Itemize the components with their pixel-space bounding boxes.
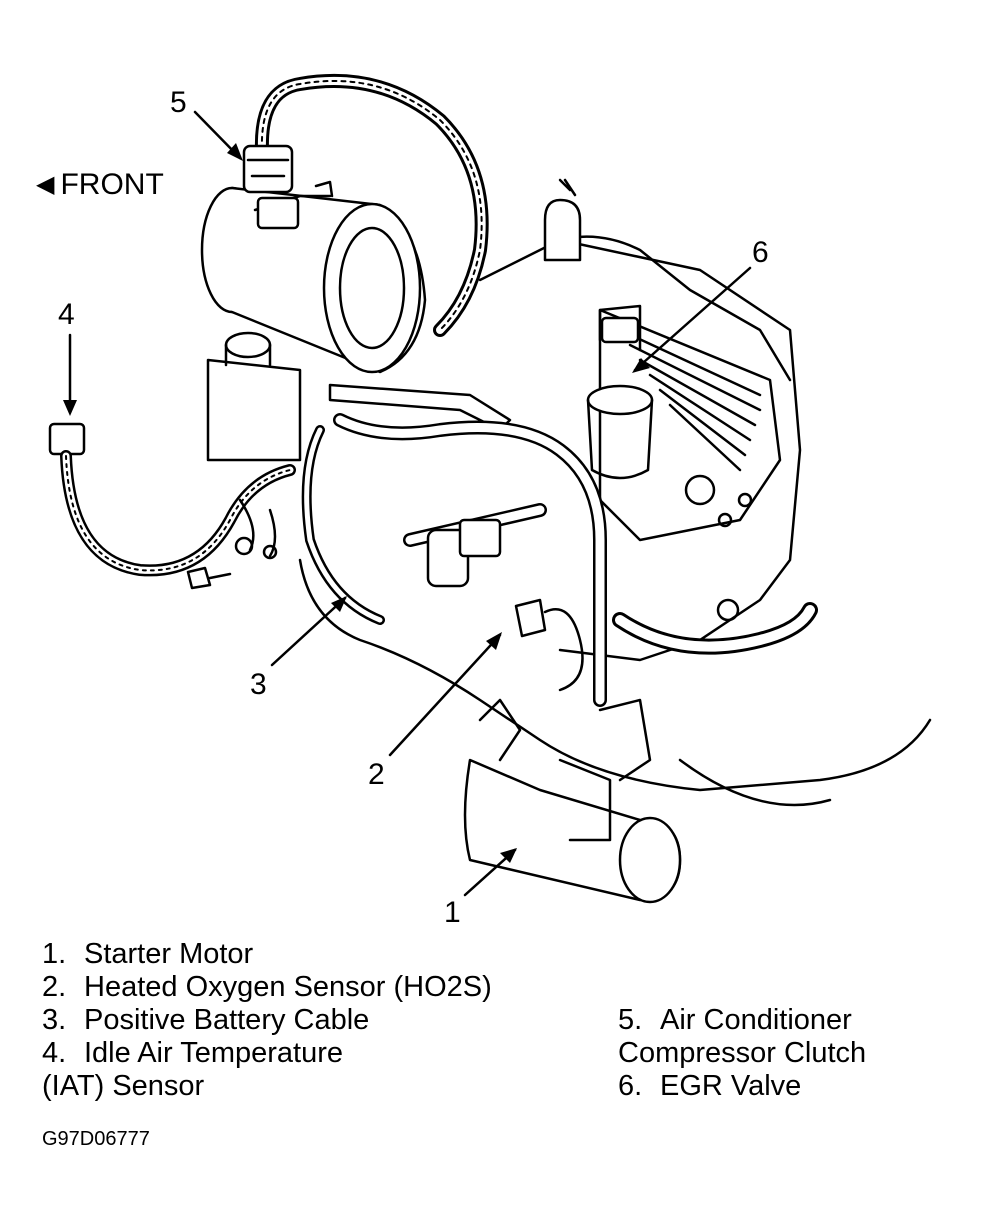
legend-item-1: 1. Starter Motor (42, 938, 492, 971)
starter-motor (463, 698, 682, 904)
callout-3: 3 (250, 668, 267, 701)
figure-code: G97D06777 (42, 1128, 150, 1150)
engine-block (298, 178, 932, 807)
iat-sensor-wire (48, 422, 296, 590)
ac-clutch-connector (242, 73, 489, 337)
legend-text: Idle Air Temperature (84, 1037, 343, 1069)
legend-text: Starter Motor (84, 938, 254, 970)
front-label-text: FRONT (60, 168, 164, 201)
ac-compressor (200, 180, 427, 374)
legend-num: 2. (42, 971, 67, 1003)
legend-item-4-cont: (IAT) Sensor (42, 1070, 205, 1102)
ho2s-sensor (514, 598, 584, 692)
legend-num: 6. (618, 1070, 643, 1102)
legend-num: 3. (42, 1004, 67, 1036)
arrowheads (63, 143, 650, 863)
legend-text: EGR Valve (660, 1070, 802, 1102)
legend-right: 5. Air Conditioner Compressor Clutch 6. … (618, 1004, 866, 1103)
legend-text: Positive Battery Cable (84, 1004, 370, 1036)
callout-2: 2 (368, 758, 385, 791)
arrowhead-5 (227, 143, 243, 161)
callout-1: 1 (444, 896, 461, 929)
engine-diagram (48, 73, 932, 904)
arrowhead-2 (486, 632, 502, 650)
legend-text: Heated Oxygen Sensor (HO2S) (84, 971, 492, 1003)
front-indicator: ◀ FRONT (36, 170, 164, 200)
battery-cable-terminal (234, 498, 278, 560)
legend-item-4: 4. Idle Air Temperature (42, 1037, 492, 1070)
coolant-reservoir (206, 331, 302, 462)
wiring-harness (301, 413, 818, 707)
legend-num: 5. (618, 1004, 643, 1036)
callout-5: 5 (170, 86, 187, 119)
egr-valve (586, 304, 654, 480)
arrowhead-4 (63, 400, 77, 416)
callout-6: 6 (752, 236, 769, 269)
arrowhead-3 (331, 596, 347, 612)
arrowhead-1 (500, 848, 517, 863)
legend-num: 4. (42, 1037, 67, 1069)
legend-item-5: 5. Air Conditioner (618, 1004, 866, 1037)
leader-3 (270, 596, 347, 667)
legend-num: 1. (42, 938, 67, 970)
legend-text: Air Conditioner (660, 1004, 852, 1036)
legend-item-3: 3. Positive Battery Cable (42, 1004, 492, 1037)
legend-item-6: 6. EGR Valve (618, 1070, 866, 1103)
callout-4: 4 (58, 298, 75, 331)
legend-item-2: 2. Heated Oxygen Sensor (HO2S) (42, 971, 492, 1004)
legend-item-5-cont: Compressor Clutch (618, 1037, 867, 1069)
legend-left: 1. Starter Motor 2. Heated Oxygen Sensor… (42, 938, 492, 1103)
leader-6 (633, 266, 752, 372)
front-arrow-icon: ◀ (36, 171, 55, 198)
leader-2 (388, 633, 502, 757)
arrowhead-6 (632, 358, 650, 373)
